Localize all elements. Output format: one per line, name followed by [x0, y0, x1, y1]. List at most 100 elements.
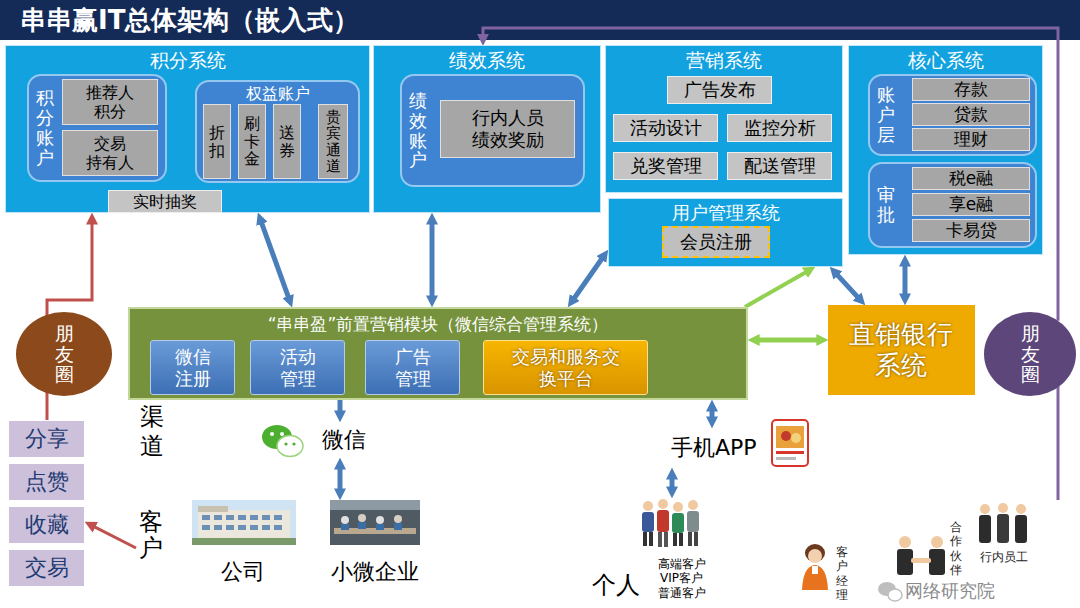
- node-label: 广告 管理: [393, 346, 433, 389]
- connector-arrow: [710, 408, 715, 420]
- node-label: 推荐人 积分: [84, 83, 135, 121]
- connector-arrow: [338, 466, 343, 492]
- item-box: 折扣: [203, 104, 231, 179]
- node-label: 微信 注册: [173, 346, 213, 389]
- node-label: 权益账户: [246, 84, 310, 103]
- system-panel: 核心系统账户层存款贷款理财审批 税e融享e融卡易贷: [848, 45, 1043, 255]
- node-label: 绩效账户: [409, 91, 427, 170]
- item-box: 贷款: [912, 103, 1030, 126]
- node-label: 朋友圈: [55, 323, 74, 386]
- node-label: 贷款: [954, 104, 988, 124]
- node-label: 绩效系统: [449, 49, 525, 72]
- node-label: 微信: [322, 427, 366, 453]
- bank-box: 直销银行 系统: [828, 305, 975, 395]
- node-label: 广告发布: [684, 79, 756, 101]
- item-box: 卡易贷: [912, 219, 1030, 242]
- watermark: 网络研究院: [905, 580, 995, 602]
- item-box: 行内人员 绩效奖励: [440, 100, 575, 158]
- system-panel: 营销系统广告发布活动设计监控分析兑奖管理 配送管理: [605, 45, 843, 193]
- role-label: 行内员工: [980, 550, 1028, 564]
- item-box: 活动设计: [613, 114, 718, 142]
- node-label: 贵宾通道: [326, 109, 341, 175]
- node-label: 核心系统: [908, 49, 984, 72]
- node-label: 兑奖管理: [630, 155, 702, 177]
- node-label: 分享: [25, 426, 69, 452]
- node-label: 配送管理: [744, 155, 816, 177]
- staff-figure: [979, 503, 1027, 543]
- account-group: 权益账户折扣 刷卡金 送券 贵宾通道: [195, 80, 360, 183]
- item-box: 存款: [912, 78, 1030, 101]
- connector-arrow: [756, 338, 820, 343]
- account-group: 积分账户 推荐人 积分交易 持有人: [27, 74, 167, 182]
- node-label: 公司: [221, 559, 265, 585]
- node-label: “串串盈”前置营销模块（微信综合管理系统）: [268, 314, 609, 334]
- node-label: 个人: [592, 571, 640, 600]
- people-figures: [642, 499, 699, 547]
- node-label: 税e融: [949, 168, 993, 188]
- item-box: 税e融: [912, 167, 1030, 190]
- item-box: 监控分析: [727, 114, 832, 142]
- node-label: 交易: [25, 555, 69, 581]
- node-label: 实时抽奖: [133, 192, 197, 211]
- node-label: 理财: [954, 129, 988, 149]
- module-button: 广告 管理: [365, 340, 460, 395]
- account-group: 账户层存款贷款理财: [868, 74, 1037, 156]
- channel-node: 个人高端客户 VIP客户 普通客户: [588, 498, 728, 602]
- node-label: 营销系统: [686, 49, 762, 72]
- module-button: 微信 注册: [150, 340, 235, 395]
- node-label: 会员注册: [680, 231, 752, 253]
- action-box: 分享: [8, 420, 85, 458]
- node-label: 积分账户: [36, 88, 54, 167]
- wechat-icon: [262, 425, 303, 457]
- channel-node: 手机APP: [665, 428, 813, 468]
- action-box: 点赞: [8, 463, 85, 501]
- item-box: 享e融: [912, 193, 1030, 216]
- node-label: 手机APP: [671, 435, 757, 461]
- feedback-line: [1057, 384, 1060, 500]
- module-band: “串串盈”前置营销模块（微信综合管理系统） 微信 注册 活动 管理 广告 管理 交易和服…: [128, 307, 748, 400]
- connector-arrow: [670, 476, 675, 490]
- connector-arrow: [903, 263, 908, 297]
- channel-label: 渠道: [140, 403, 164, 461]
- item-box: 推荐人 积分: [62, 79, 158, 125]
- item-box: 配送管理: [727, 152, 832, 180]
- node-label: 活动 管理: [278, 346, 318, 389]
- node-label: 刷卡金: [244, 115, 260, 168]
- item-box: 贵宾通道: [318, 104, 348, 179]
- item-box: 送券: [273, 104, 301, 179]
- company-photo: [192, 500, 296, 545]
- watermark-icon: [878, 582, 902, 601]
- diagram-title: 串串赢IT总体架构（嵌入式）: [20, 5, 359, 36]
- workshop-photo: [330, 500, 420, 545]
- node-label: 送券: [279, 124, 295, 159]
- title-bar: [0, 0, 1080, 40]
- system-panel: 用户管理系统会员注册: [608, 198, 843, 267]
- node-label: 收藏: [25, 512, 69, 538]
- moments-circle: 朋友圈: [16, 312, 112, 396]
- action-box: 收藏: [8, 506, 85, 544]
- node-label: 行内人员 绩效奖励: [468, 107, 547, 150]
- item-box: 兑奖管理: [613, 152, 718, 180]
- node-label: 高端客户 VIP客户 普通客户: [654, 557, 709, 600]
- channel-node: 小微企业: [325, 500, 425, 585]
- role-label: 客户经理: [836, 545, 848, 603]
- moments-circle: 朋友圈: [984, 312, 1076, 396]
- system-panel: 绩效系统绩效账户 行内人员 绩效奖励: [373, 45, 601, 213]
- role-label: 合作伙伴: [950, 520, 962, 578]
- phone-icon: [772, 420, 808, 466]
- connector-arrow: [573, 257, 604, 301]
- node-label: 审批: [877, 185, 895, 225]
- node-label: 折扣: [209, 124, 225, 159]
- partner-figure: [897, 536, 945, 575]
- system-panel: 积分系统积分账户推荐人 积分交易 持有人权益账户折扣刷卡金送券贵宾通道实时抽奖: [5, 45, 370, 213]
- node-label: 交易 持有人: [84, 134, 135, 172]
- account-group: 绩效账户 行内人员 绩效奖励: [400, 74, 585, 187]
- node-label: 账户层: [877, 85, 895, 144]
- node-label: 享e融: [949, 194, 993, 214]
- item-box: 刷卡金: [238, 104, 266, 179]
- connector-arrow: [338, 400, 343, 414]
- module-button: 交易和服务交 换平台: [483, 340, 648, 395]
- item-box: 交易 持有人: [62, 130, 158, 176]
- item-box: 实时抽奖: [108, 190, 222, 213]
- node-label: 交易和服务交 换平台: [507, 346, 624, 389]
